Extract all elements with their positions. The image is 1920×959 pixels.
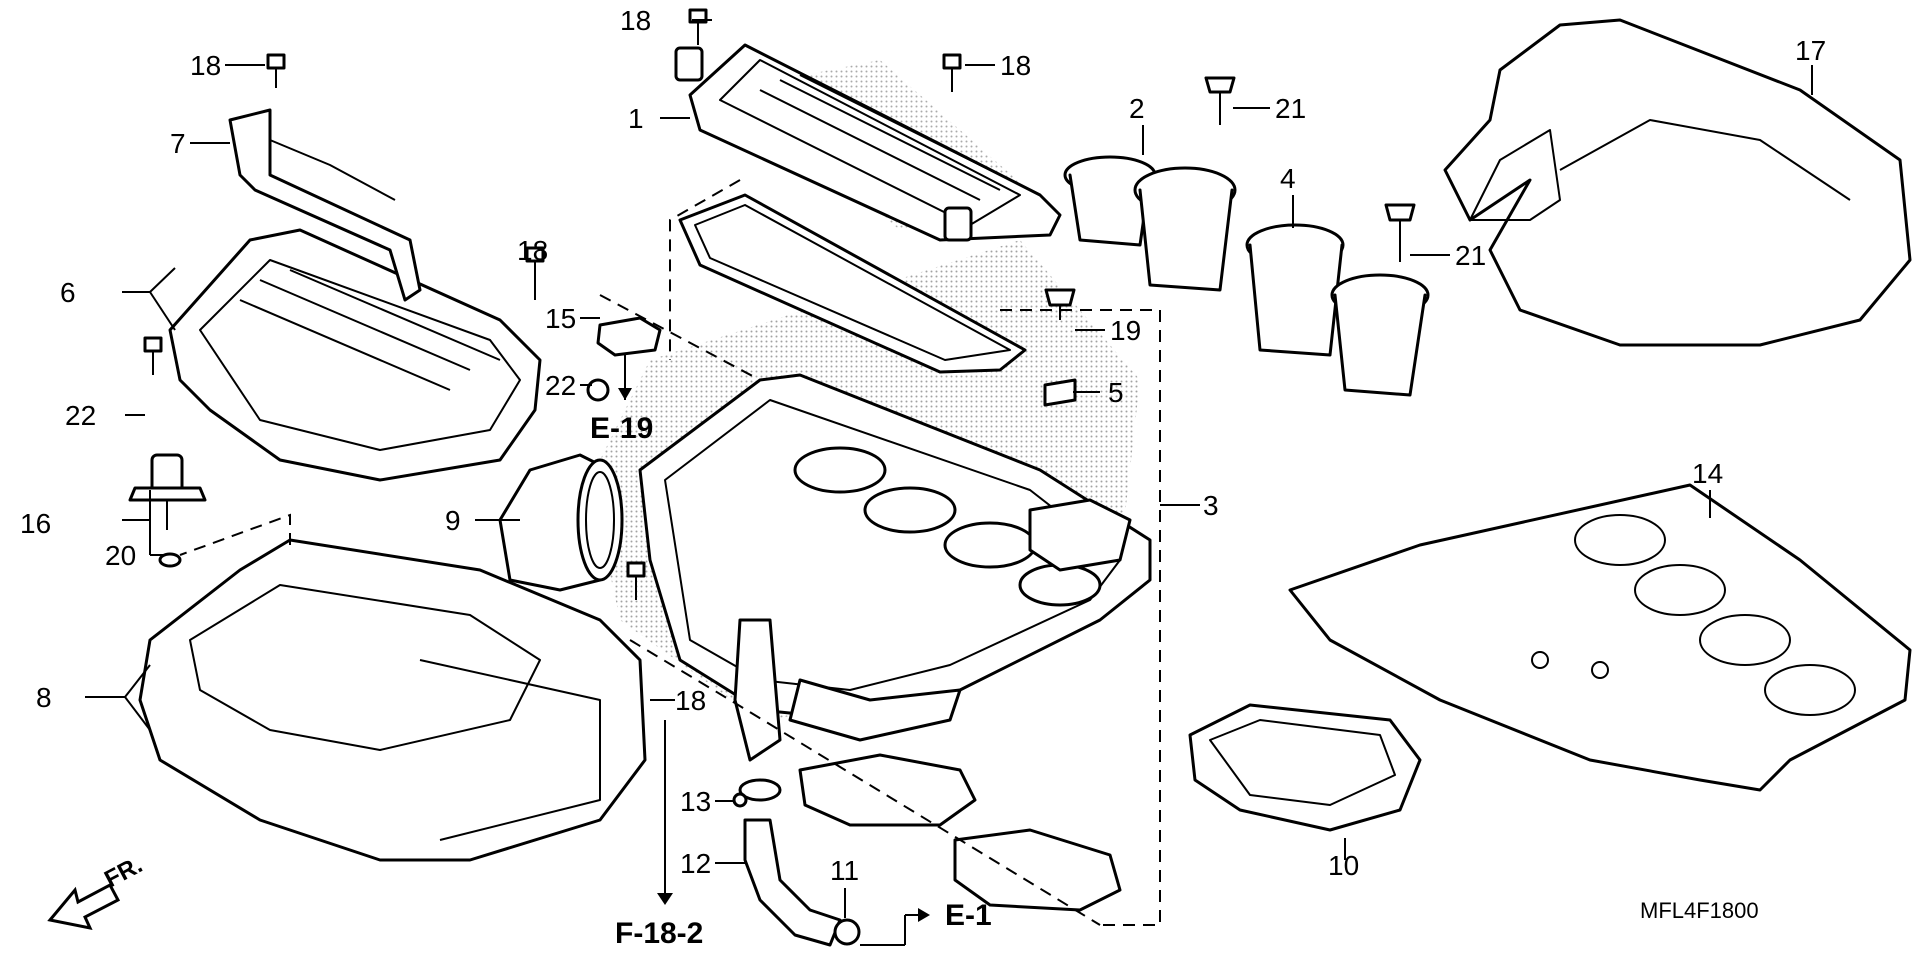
callout-14: 14	[1692, 458, 1723, 489]
bolts	[143, 8, 1416, 600]
arrow-f182	[657, 893, 673, 905]
callout-2: 2	[1129, 93, 1145, 124]
diagram-code: MFL4F1800	[1640, 898, 1759, 923]
part-2-funnels	[1063, 155, 1237, 292]
callout-9: 9	[445, 505, 461, 536]
callout-16: 16	[20, 508, 51, 539]
part-10-seal	[1188, 703, 1422, 832]
part-7-bracket	[228, 108, 422, 302]
part-16-sensor	[128, 453, 207, 530]
callout-18-e: 18	[675, 685, 706, 716]
callout-4: 4	[1280, 163, 1296, 194]
callout-6: 6	[60, 277, 76, 308]
dashed-outlines	[179, 179, 1161, 926]
ref-e19: E-19	[590, 412, 653, 445]
callout-22-a: 22	[545, 370, 576, 401]
callout-12: 12	[680, 848, 711, 879]
callout-11: 11	[830, 855, 859, 886]
callout-21-b: 21	[1455, 240, 1486, 271]
callout-18-b: 18	[190, 50, 221, 81]
callout-7: 7	[170, 128, 186, 159]
gaskets-lower	[798, 753, 1122, 912]
part-14-plate	[1288, 483, 1912, 792]
part-13-clip	[732, 778, 782, 808]
part-6-cover	[168, 228, 542, 482]
leader-lines	[85, 19, 1813, 946]
callout-5: 5	[1108, 377, 1124, 408]
gasket-seal	[678, 193, 1027, 374]
callout-1: 1	[628, 103, 644, 134]
part-8-lower-case	[138, 538, 647, 862]
front-arrow-icon	[47, 882, 121, 931]
ref-e1: E-1	[945, 899, 992, 932]
arrow-e19	[618, 388, 632, 400]
callout-18-c: 18	[1000, 50, 1031, 81]
callout-20: 20	[105, 540, 136, 571]
callout-10: 10	[1328, 850, 1359, 881]
part-3-air-cleaner-case	[638, 373, 1152, 762]
callout-19: 19	[1110, 315, 1141, 346]
callout-8: 8	[36, 682, 52, 713]
callout-15: 15	[545, 303, 576, 334]
callout-3: 3	[1203, 490, 1219, 521]
ref-f182: F-18-2	[615, 917, 703, 950]
callout-21-a: 21	[1275, 93, 1306, 124]
part-1-air-cleaner-cover	[674, 43, 1062, 242]
callout-18-d: 18	[517, 235, 548, 266]
part-9-duct	[498, 453, 624, 592]
part-4-funnels	[1245, 223, 1430, 397]
callout-17: 17	[1795, 35, 1826, 66]
callout-labels: 1 2 3 4 5 6 7 8 9 10 11 12 13 14 15 16 1…	[20, 5, 1826, 886]
callout-13: 13	[680, 786, 711, 817]
part-12-hose	[743, 818, 842, 947]
arrow-e1	[918, 908, 930, 922]
part-17-cover	[1443, 18, 1912, 347]
part-11-clamp	[833, 918, 861, 946]
front-arrow: FR.	[47, 851, 147, 931]
callout-22-b: 22	[65, 400, 96, 431]
callout-18-a: 18	[620, 5, 651, 36]
section-references: E-19 F-18-2 E-1	[590, 388, 992, 950]
